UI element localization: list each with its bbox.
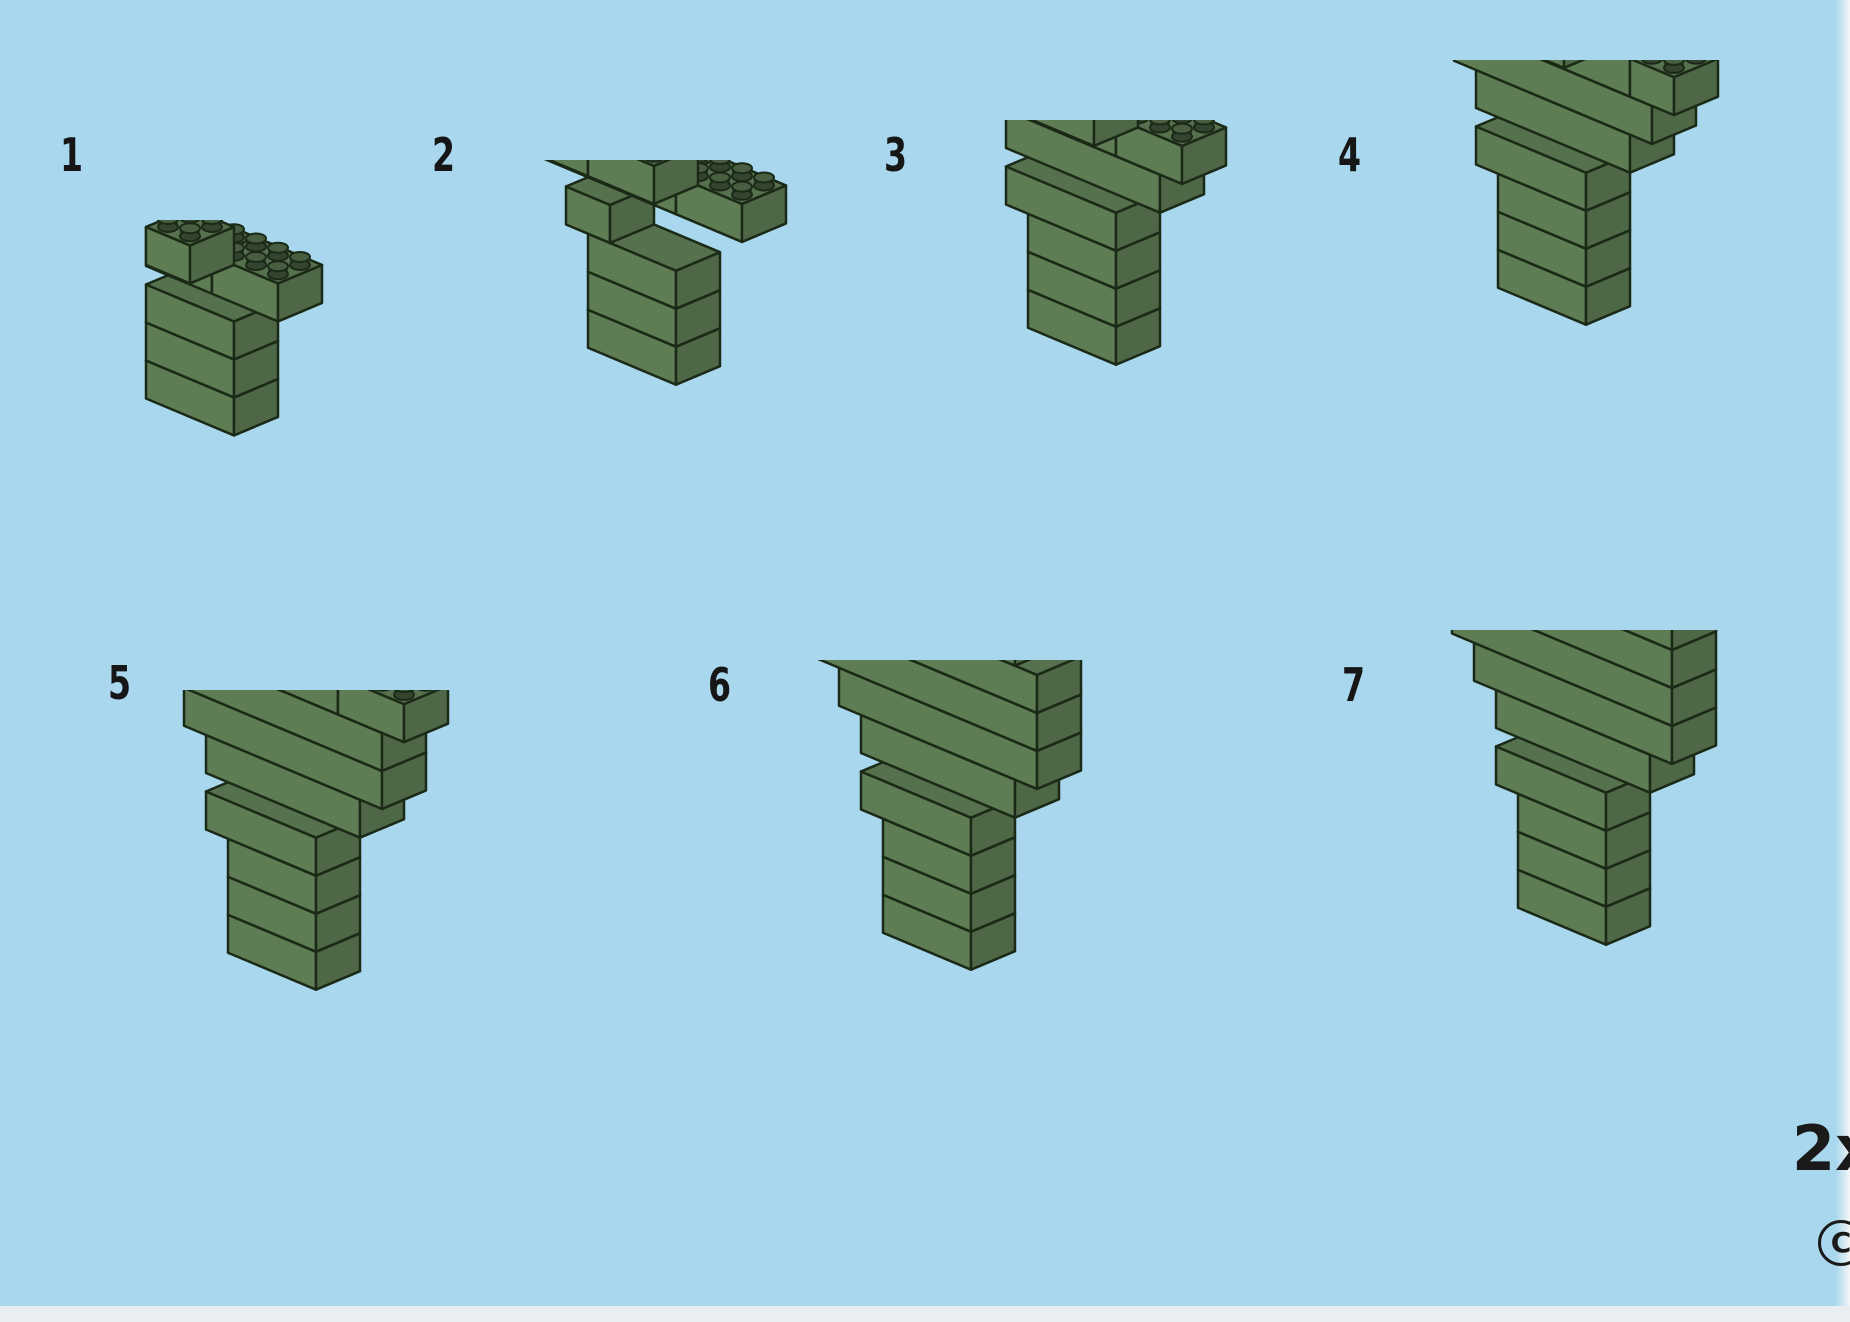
step-3-bricks — [880, 120, 1300, 560]
step-1-figure — [40, 220, 380, 560]
brick-stud — [1686, 60, 1706, 64]
step-7-bricks — [1320, 630, 1830, 1250]
brick-stud — [290, 252, 310, 270]
brick-stud — [246, 233, 266, 251]
brick-stud — [268, 261, 288, 279]
step-6-bricks — [690, 660, 1190, 1250]
step-1-bricks — [40, 220, 380, 560]
brick-stud — [710, 172, 730, 190]
brick-stud — [246, 252, 266, 270]
brick-stud — [394, 690, 414, 700]
step-2-bricks — [430, 160, 850, 560]
brick-stud — [1172, 124, 1192, 142]
page-bottom-margin — [0, 1306, 1850, 1322]
step-7-figure — [1320, 630, 1830, 1250]
step-2-figure — [430, 160, 850, 560]
brick-stud — [268, 243, 288, 261]
quantity-callout: 2x — [1792, 1118, 1850, 1180]
step-6-figure — [690, 660, 1190, 1250]
step-3-figure — [880, 120, 1300, 560]
brick-stud — [180, 223, 200, 241]
brick-stud — [1150, 120, 1170, 132]
brick-stud — [202, 220, 222, 232]
step-4-figure — [1330, 60, 1830, 560]
brick-stud — [1664, 60, 1684, 73]
brick-stud — [710, 160, 730, 172]
brick-stud — [732, 182, 752, 200]
brick-stud — [754, 172, 774, 190]
brick-stud — [1642, 60, 1662, 64]
step-4-bricks — [1330, 60, 1830, 560]
brick-stud — [158, 220, 178, 232]
step-5-figure — [40, 690, 560, 1250]
brick-stud — [732, 163, 752, 181]
step-5-bricks — [40, 690, 560, 1250]
brick-stud — [1194, 120, 1214, 132]
part-circle-label: C — [1818, 1220, 1850, 1266]
step-number-1: 1 — [60, 132, 83, 178]
